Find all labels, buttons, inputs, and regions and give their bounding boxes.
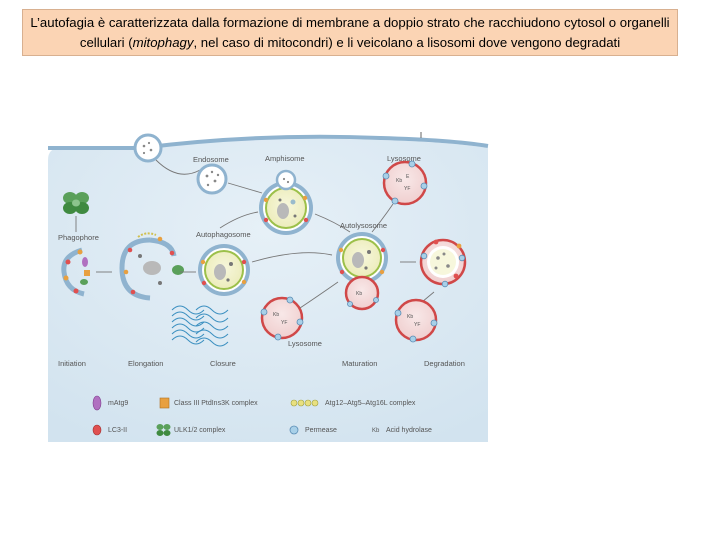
svg-text:YF: YF: [281, 320, 287, 326]
caption-box: L’autofagia è caratterizzata dalla forma…: [22, 9, 678, 56]
caption-line-2: cellulari (mitophagy, nel caso di mitoco…: [23, 33, 677, 53]
autophagosome: [198, 244, 250, 296]
vesicle-arrow: [155, 159, 201, 175]
caption-italic-term: mitophagy: [132, 35, 194, 50]
cytoplasm-area: [48, 138, 488, 442]
label-lysosome-top: Lysosome: [387, 154, 421, 163]
lysosome-bottom-arrow: [299, 281, 339, 309]
autophagosome-to-autolysosome-arrow: [251, 252, 333, 263]
legend-ulk-complex-label: ULK1/2 complex: [174, 427, 226, 434]
label-autolysosome: Autolysosome: [340, 221, 387, 230]
legend-lc3-icon: [92, 424, 102, 436]
label-phagophore: Phagophore: [58, 233, 99, 242]
legend-atg12-complex-label: Atg12–Atg5–Atg16L complex: [325, 400, 416, 407]
svg-text:Kb: Kb: [372, 428, 380, 434]
autolysosome: Kb: [336, 232, 388, 311]
caption-line-2-end: , nel caso di mitocondri) e li veicolano…: [193, 35, 621, 50]
svg-text:Kb: Kb: [356, 291, 362, 297]
legend-ulk-complex-icon: [156, 424, 171, 436]
svg-text:Kb: Kb: [396, 178, 402, 184]
stage-initiation: Initiation: [58, 359, 86, 368]
stage-closure: Closure: [210, 359, 236, 368]
legend-class3-complex-label: Class III PtdIns3K complex: [174, 400, 258, 407]
autophagosome-to-amphisome-arrow: [219, 211, 259, 229]
lysosome-top: Kb YF E: [382, 160, 428, 206]
lysosome-top-arrow: [371, 203, 394, 233]
endosome: [196, 163, 228, 195]
legend-atg12-complex-icon: [290, 399, 319, 407]
legend-class3-complex-icon: [159, 397, 170, 409]
legend-permease-icon: [289, 425, 299, 435]
elongating-phagophore: [119, 232, 184, 301]
amphisome-to-autolysosome-arrow: [314, 213, 351, 233]
caption-line-2-start: cellulari (: [79, 35, 133, 50]
svg-text:Kb: Kb: [273, 312, 279, 318]
degrading-autolysosome: [419, 238, 467, 288]
legend-matg9-icon: [92, 395, 102, 411]
er-stack-2: [195, 305, 229, 347]
amphisome: [259, 169, 313, 235]
label-lysosome-bottom: Lysosome: [288, 339, 322, 348]
plasma-membrane: [48, 134, 489, 150]
phagophore: [61, 247, 90, 297]
lysosome-bottom: Kb YF: [260, 296, 304, 341]
endosome-to-amphisome-arrow: [227, 182, 263, 194]
ulk-complex-cluster: [63, 192, 89, 214]
lysosome-recycled: Kb YF: [394, 298, 438, 343]
label-autophagosome: Autophagosome: [196, 230, 251, 239]
svg-text:Kb: Kb: [407, 314, 413, 320]
label-amphisome: Amphisome: [265, 154, 305, 163]
svg-text:YF: YF: [404, 186, 410, 192]
legend-acid-hydrolase-icon: Kb: [372, 428, 380, 434]
svg-text:YF: YF: [414, 322, 420, 328]
endocytic-vesicle: [133, 133, 163, 163]
svg-text:E: E: [406, 174, 410, 180]
stage-elongation: Elongation: [128, 359, 163, 368]
er-stack-1: [171, 305, 205, 345]
legend-lc3-label: LC3-II: [108, 427, 127, 434]
legend-matg9-label: mAtg9: [108, 400, 128, 407]
caption-line-1: L’autofagia è caratterizzata dalla forma…: [30, 15, 670, 30]
stage-degradation: Degradation: [424, 359, 465, 368]
label-endosome: Endosome: [193, 155, 229, 164]
legend-acid-hydrolase-label: Acid hydrolase: [386, 427, 432, 434]
legend-permease-label: Permease: [305, 427, 337, 434]
stage-maturation: Maturation: [342, 359, 377, 368]
